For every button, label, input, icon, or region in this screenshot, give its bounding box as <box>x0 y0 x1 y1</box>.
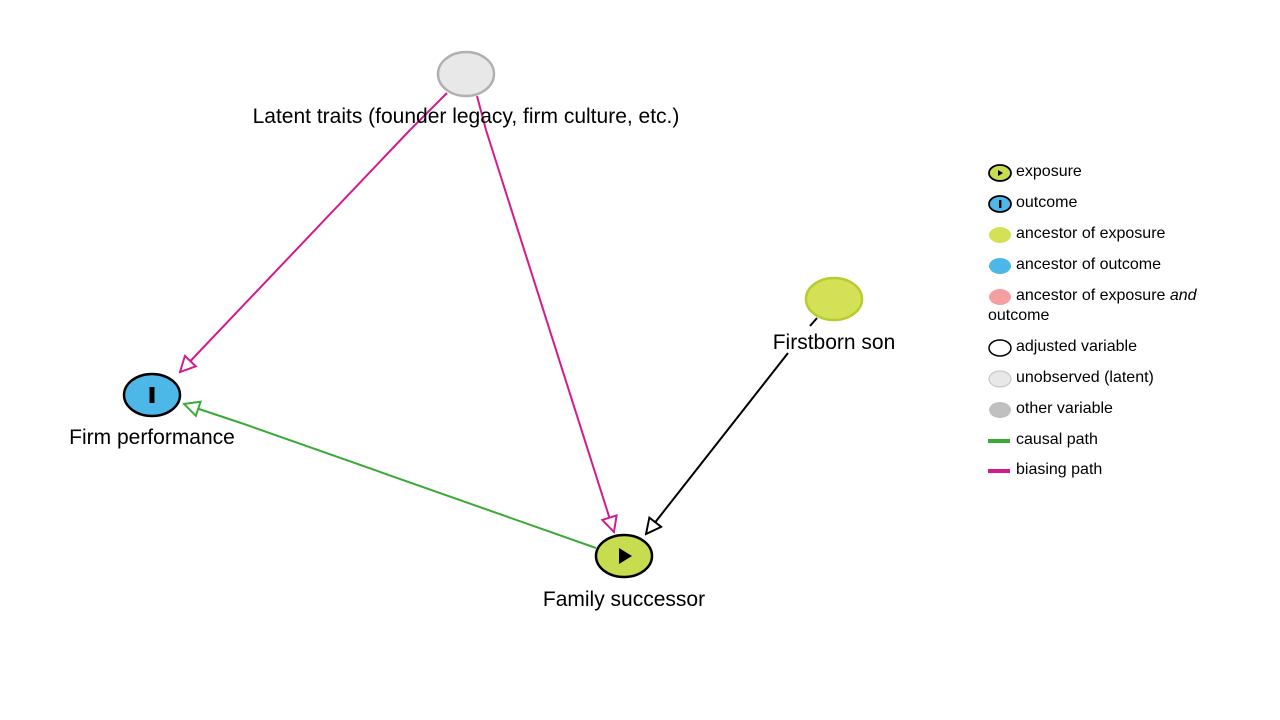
legend-exposure-label: exposure <box>1016 163 1082 180</box>
legend-ancestor-both-label-a: ancestor of exposure <box>1016 287 1166 304</box>
edge-family-successor-to-firm-performance[interactable] <box>243 423 597 549</box>
ancestor-exposure-legend-icon <box>989 227 1011 243</box>
edge-family-successor-to-firm-performance-arrow[interactable] <box>184 404 245 425</box>
legend-ancestor-both-and: and <box>1169 287 1197 304</box>
ancestor-outcome-legend-icon <box>989 258 1011 274</box>
node-firstborn-son-circle[interactable] <box>804 276 864 322</box>
legend-ancestor-both: ancestor of exposure and outcome <box>988 286 1228 326</box>
legend-outcome: outcome <box>988 193 1228 213</box>
biasing-path-legend-icon <box>988 469 1010 473</box>
legend-causal-label: causal path <box>1016 431 1098 448</box>
edge-latent-to-firm-performance-arrow[interactable] <box>180 129 411 372</box>
legend-causal: causal path <box>988 430 1228 450</box>
legend-unobserved: unobserved (latent) <box>988 368 1228 388</box>
node-latent-traits[interactable]: Latent traits (founder legacy, firm cult… <box>253 50 680 128</box>
exposure-marker-icon <box>619 548 632 564</box>
legend-ancestor-both-label-b: outcome <box>988 307 1050 324</box>
node-firstborn-son[interactable]: Firstborn son <box>773 276 896 354</box>
edge-latent-to-family-successor[interactable] <box>476 95 487 131</box>
edge-firstborn-to-family-successor-arrow[interactable] <box>646 352 789 534</box>
legend-adjusted-label: adjusted variable <box>1016 338 1137 355</box>
legend-other-label: other variable <box>1016 400 1113 417</box>
legend-unobserved-label: unobserved (latent) <box>1016 369 1154 386</box>
outcome-legend-icon <box>988 195 1012 213</box>
node-firm-performance-label: Firm performance <box>69 426 235 449</box>
ancestor-both-legend-icon <box>989 289 1011 305</box>
legend-exposure: exposure <box>988 162 1228 182</box>
exposure-legend-icon <box>988 164 1012 182</box>
unobserved-legend-icon <box>988 370 1012 388</box>
node-family-successor-label: Family successor <box>543 588 705 611</box>
legend-ancestor-outcome: ancestor of outcome <box>988 255 1228 275</box>
legend-adjusted: adjusted variable <box>988 337 1228 357</box>
legend: exposure outcome ancestor of exposure an… <box>988 162 1228 490</box>
legend-ancestor-outcome-label: ancestor of outcome <box>1016 256 1161 273</box>
legend-outcome-label: outcome <box>1016 194 1078 211</box>
other-legend-icon <box>989 402 1011 418</box>
legend-other: other variable <box>988 399 1228 419</box>
node-latent-traits-circle[interactable] <box>436 50 496 98</box>
legend-biasing-label: biasing path <box>1016 461 1103 478</box>
node-firstborn-son-label: Firstborn son <box>773 331 896 354</box>
legend-biasing: biasing path <box>988 460 1228 480</box>
causal-path-legend-icon <box>988 439 1010 443</box>
outcome-marker-icon <box>149 387 155 403</box>
node-latent-traits-label: Latent traits (founder legacy, firm cult… <box>253 105 680 128</box>
edge-latent-to-family-successor-arrow[interactable] <box>485 129 614 532</box>
edge-latent-to-firm-performance[interactable] <box>409 92 448 131</box>
adjusted-legend-icon <box>988 339 1012 357</box>
legend-ancestor-exposure-label: ancestor of exposure <box>1016 225 1166 242</box>
legend-ancestor-exposure: ancestor of exposure <box>988 224 1228 244</box>
node-family-successor[interactable]: Family successor <box>543 533 705 611</box>
edge-firstborn-to-family-successor[interactable] <box>809 317 818 327</box>
node-firm-performance[interactable]: Firm performance <box>69 372 235 449</box>
